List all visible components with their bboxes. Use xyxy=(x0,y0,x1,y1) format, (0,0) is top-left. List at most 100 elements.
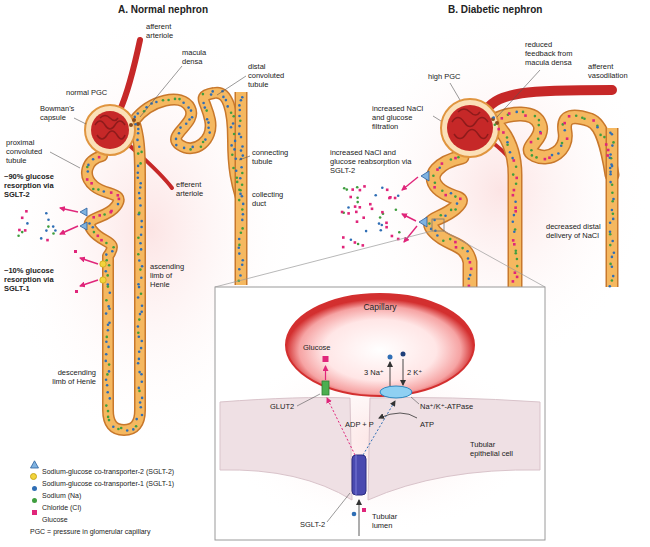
ion-dot xyxy=(109,291,112,294)
ion-dot xyxy=(141,304,144,307)
glucose-particle xyxy=(548,156,551,159)
ion-dot xyxy=(240,231,243,234)
ion-dot xyxy=(54,229,57,232)
ion-dot xyxy=(511,157,514,160)
zoom-line xyxy=(215,231,432,287)
ion-dot xyxy=(514,200,517,203)
macula-densa-cell xyxy=(132,118,136,122)
sglt1-symbol xyxy=(100,261,106,267)
ion-dot xyxy=(466,250,469,253)
ion-dot xyxy=(139,401,142,404)
ion-dot xyxy=(516,265,519,268)
callout-label: proximal convoluted tubule xyxy=(6,138,54,165)
ion-dot xyxy=(238,199,241,202)
ion-dot xyxy=(611,183,614,186)
ion-dot xyxy=(137,253,140,256)
inset-panel xyxy=(215,287,545,540)
collecting-duct xyxy=(607,128,617,287)
ion-dot xyxy=(611,265,614,268)
ion-dot xyxy=(557,152,560,155)
ion-dot xyxy=(137,362,140,365)
glucose-particle xyxy=(97,235,100,238)
ion-dot xyxy=(135,425,138,428)
ion-dot xyxy=(514,228,517,231)
ion-dot xyxy=(442,239,445,242)
glut2-transporter xyxy=(322,381,329,395)
ion-dot xyxy=(226,105,229,108)
ion-dot xyxy=(564,129,567,132)
leader-line xyxy=(327,493,350,522)
ion-dot xyxy=(239,119,242,122)
ion-dot xyxy=(506,136,509,139)
transporter-highlight xyxy=(356,455,357,495)
ion-dot xyxy=(456,202,459,205)
ion-dot xyxy=(434,182,437,185)
ion-dot xyxy=(135,418,138,421)
heading-label: ~10% glucose resorption via SGLT-1 xyxy=(4,266,70,293)
ion-dot xyxy=(241,264,244,267)
leader-line xyxy=(50,152,80,168)
callout-label: high PGC xyxy=(428,72,461,81)
ion-dot xyxy=(93,231,96,234)
ion-dot xyxy=(178,98,181,101)
ion-dot xyxy=(561,142,564,145)
callout-label: decreased distal delivery of NaCl xyxy=(546,222,602,240)
callout-label: Glucose xyxy=(303,343,331,352)
ion-dot xyxy=(241,145,244,148)
glucose-particle xyxy=(24,229,27,232)
ion-dot xyxy=(137,152,140,155)
ion-dot xyxy=(162,99,165,102)
ion-dot xyxy=(560,145,563,148)
callout-label: Bowman's capsule xyxy=(40,104,82,122)
ion-dot xyxy=(492,116,495,119)
ion-dot xyxy=(174,98,177,101)
ion-dot xyxy=(137,132,140,135)
ion-dot xyxy=(611,165,614,168)
glucose-particle xyxy=(516,276,519,279)
glucose-particle xyxy=(342,246,345,249)
ion-dot xyxy=(374,194,377,197)
ion-dot xyxy=(137,236,140,239)
ion-dot xyxy=(611,240,614,243)
ion-dot xyxy=(139,242,142,245)
ion-dot xyxy=(234,140,237,143)
heading-label: A. Normal nephron xyxy=(118,4,208,16)
collecting-duct xyxy=(236,92,246,285)
ion-dot xyxy=(47,218,50,221)
leader-line xyxy=(433,116,441,121)
ion-dot xyxy=(241,96,244,99)
ion-dot xyxy=(611,144,614,147)
ion-dot xyxy=(188,118,191,121)
ion-dot xyxy=(242,213,245,216)
ion-dot xyxy=(204,138,207,141)
ion-dot xyxy=(141,414,144,417)
ion-dot xyxy=(242,154,245,157)
ion-dot xyxy=(467,257,470,260)
capillary-tuft xyxy=(452,109,488,139)
ion-dot xyxy=(189,148,192,151)
ion-dot xyxy=(232,115,235,118)
ion-dot xyxy=(206,118,209,121)
ion-dot xyxy=(207,126,210,129)
glucose-particle xyxy=(470,268,473,271)
ion-dot xyxy=(105,360,108,363)
ion-dot xyxy=(239,274,242,277)
ion-dot xyxy=(86,166,89,169)
callout-label: efferent arteriole xyxy=(176,180,216,198)
ion-dot xyxy=(45,229,48,232)
ion-dot xyxy=(461,247,464,250)
ion-dot xyxy=(141,265,144,268)
ion-dot xyxy=(45,212,48,215)
ion-dot xyxy=(241,184,244,187)
ion-dot xyxy=(182,102,185,105)
ion-dot xyxy=(210,93,213,96)
ion-dot xyxy=(235,158,238,161)
callout-label: normal PGC xyxy=(66,88,107,97)
ion-dot xyxy=(551,154,554,157)
glucose-particle xyxy=(323,356,329,362)
ion-dot xyxy=(356,196,359,199)
ion-dot xyxy=(538,119,541,122)
legend-text: Sodium (Na) xyxy=(42,492,81,499)
ion-dot xyxy=(138,336,141,339)
glucose-particle xyxy=(544,158,547,161)
